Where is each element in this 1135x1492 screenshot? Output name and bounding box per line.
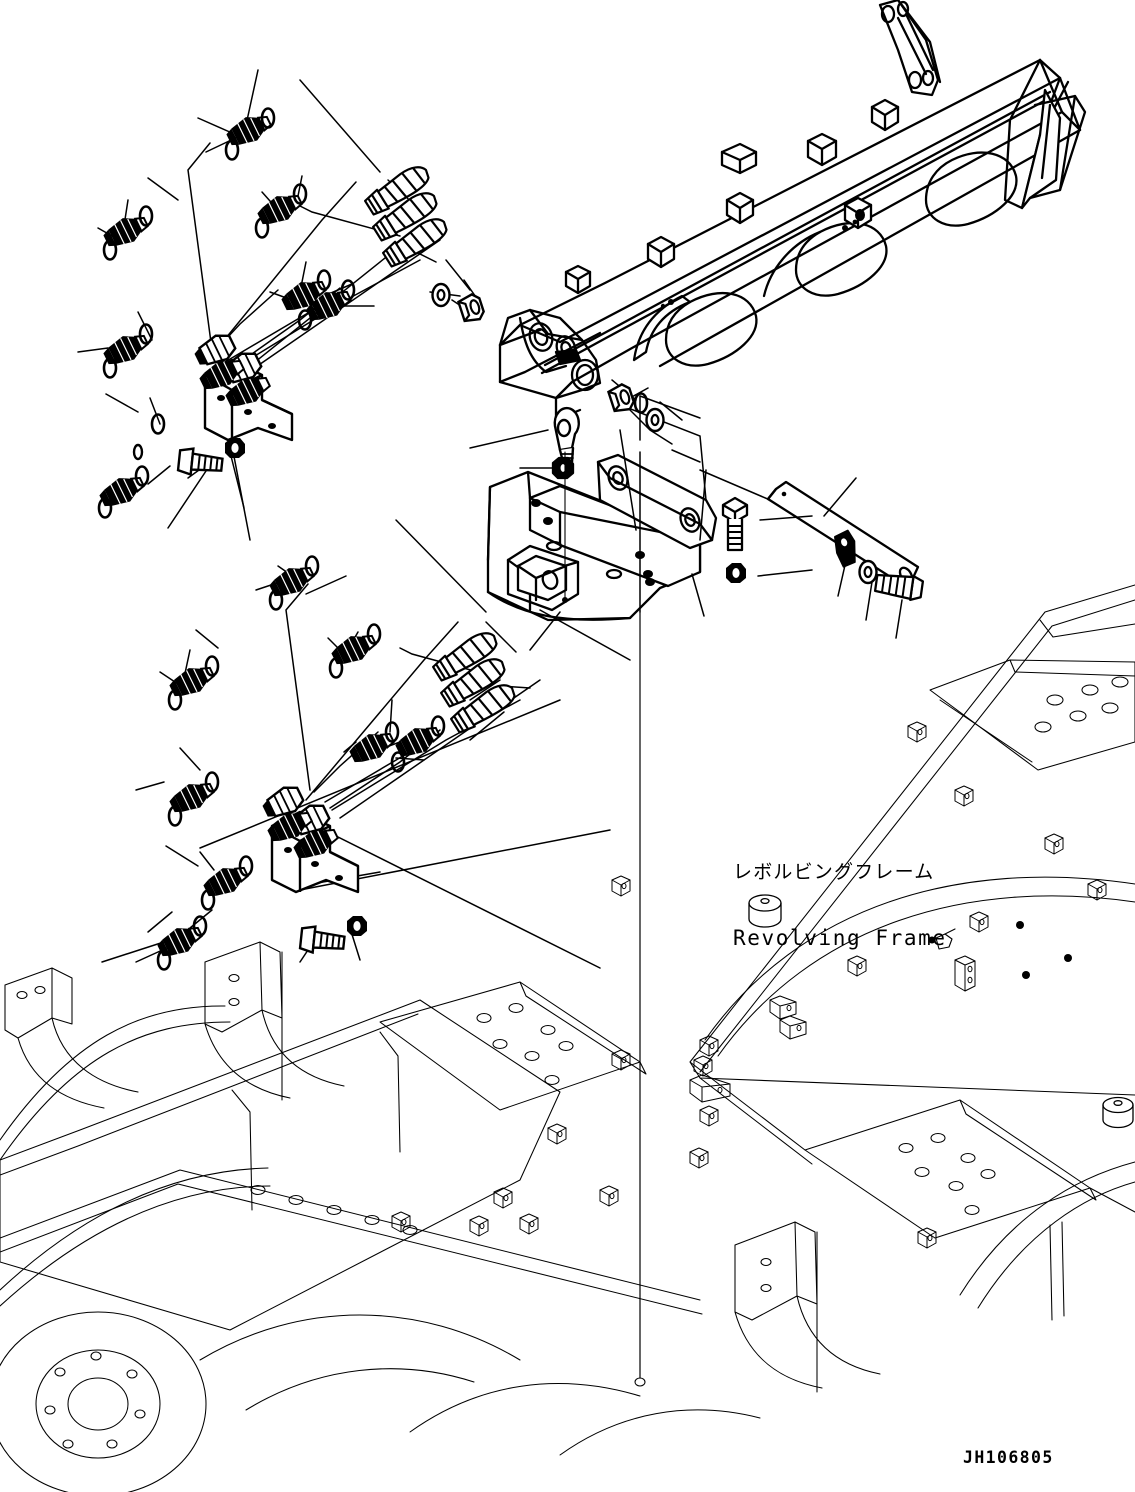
upper-piping-cluster <box>95 107 448 519</box>
drawing-number: JH106805 <box>963 1448 1054 1467</box>
revolving-frame-label-japanese: レボルビングフレーム <box>733 861 935 884</box>
ladder-frame-assembly <box>498 0 1087 422</box>
revolving-frame-phantom <box>0 584 1135 1492</box>
revolving-frame-label: レボルビングフレーム Revolving Frame <box>733 818 947 994</box>
lower-piping-cluster <box>153 555 516 971</box>
centre-loose-hardware <box>721 480 925 601</box>
mounting-bracket-assembly <box>486 406 718 622</box>
revolving-frame-label-english: Revolving Frame <box>733 926 947 951</box>
frame-end-hardware <box>431 282 665 433</box>
